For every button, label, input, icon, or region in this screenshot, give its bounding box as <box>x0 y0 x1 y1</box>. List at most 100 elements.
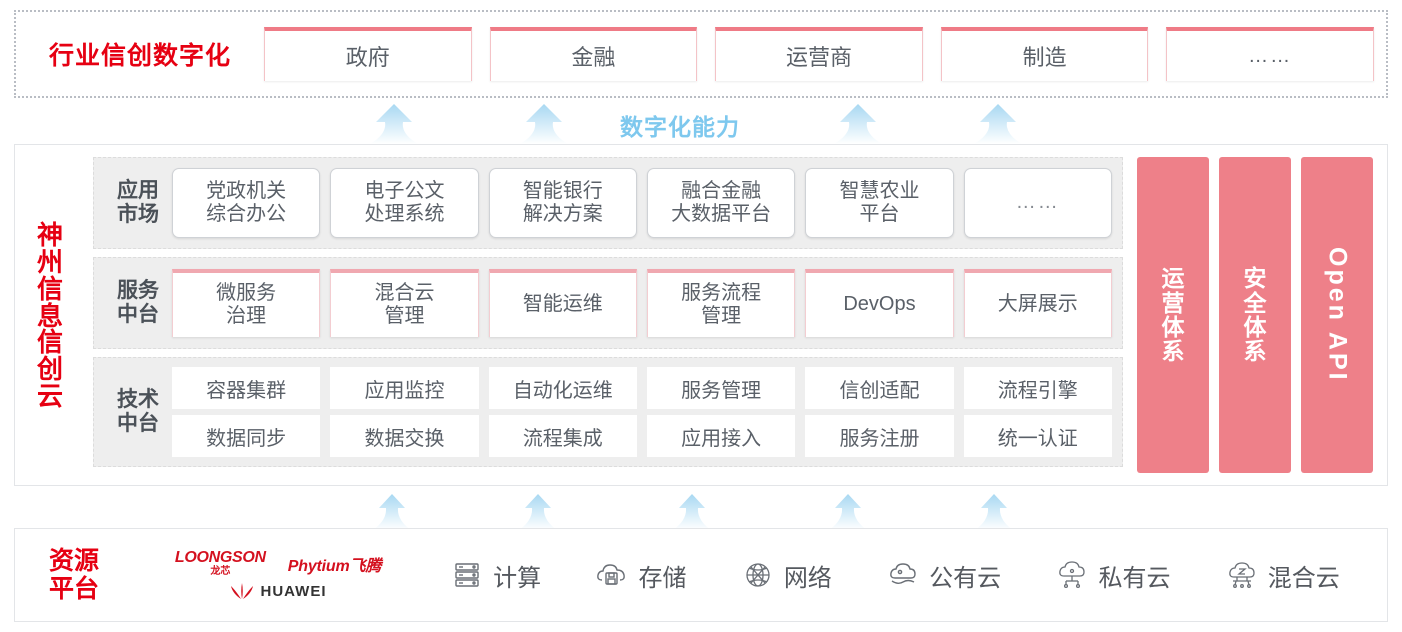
tier-label-application-market: 应用 市场 <box>104 179 172 226</box>
up-arrow-icon <box>672 492 712 532</box>
app-card-edoc-system[interactable]: 电子公文处理系统 <box>330 168 479 238</box>
cloud-title-char: 神 <box>36 220 63 251</box>
up-arrow-icon <box>974 492 1014 532</box>
tech-card-app-monitoring[interactable]: 应用监控 <box>330 367 479 409</box>
app-card-more[interactable]: …… <box>963 168 1112 238</box>
app-card-government-office[interactable]: 党政机关综合办公 <box>172 168 321 238</box>
industry-card-more[interactable]: …… <box>1166 27 1374 81</box>
application-card-list: 党政机关综合办公 电子公文处理系统 智能银行解决方案 融合金融大数据平台 智慧农… <box>172 158 1112 248</box>
tier-label-line: 服务 <box>117 279 159 303</box>
cloud-storage-icon <box>595 558 629 592</box>
resource-item-network[interactable]: 网络 <box>741 558 832 593</box>
resource-item-hybrid-cloud[interactable]: 混合云 <box>1225 558 1340 593</box>
pillar-list: 运 营 体 系 安 全 体 系 Open API <box>1137 157 1373 473</box>
resource-item-label: 网络 <box>783 564 832 592</box>
tech-card-service-mgmt[interactable]: 服务管理 <box>646 367 796 409</box>
up-arrow-icon <box>972 102 1024 146</box>
phytium-logo: Phytium飞腾 <box>287 557 382 575</box>
app-card-smart-agriculture[interactable]: 智慧农业平台 <box>805 168 954 238</box>
service-card-process-mgmt[interactable]: 服务流程管理 <box>646 269 796 337</box>
tier-label-line: 中台 <box>117 412 159 435</box>
pillar-open-api[interactable]: Open API <box>1301 157 1373 473</box>
vendor-logo-list: LOONGSON 龙芯 Phytium飞腾 <box>133 550 423 601</box>
vendor-row-1: LOONGSON 龙芯 Phytium飞腾 <box>175 550 381 577</box>
cloud-panel: 神 州 信 息 信 创 云 应用 市场 党政机关综合办公 电子公文处理系统 <box>14 144 1388 486</box>
industry-card-finance[interactable]: 金融 <box>489 27 698 81</box>
private-cloud-icon <box>1055 558 1089 592</box>
app-card-finance-bigdata[interactable]: 融合金融大数据平台 <box>646 168 796 238</box>
cloud-title-char: 息 <box>36 300 63 331</box>
tech-card-row-2: 数据同步 数据交换 流程集成 应用接入 服务注册 统一认证 <box>172 415 1112 457</box>
vendor-row-2: HUAWEI <box>230 583 327 600</box>
cloud-body: 应用 市场 党政机关综合办公 电子公文处理系统 智能银行解决方案 融合金融大数据… <box>85 145 1387 485</box>
tier-label-technical-platform: 技术 中台 <box>104 388 172 435</box>
tier-label-line: 中台 <box>117 303 159 326</box>
service-card-intelligent-ops[interactable]: 智能运维 <box>488 269 637 337</box>
service-card-dashboard[interactable]: 大屏展示 <box>963 269 1112 337</box>
pillar-operations-system[interactable]: 运 营 体 系 <box>1137 157 1209 473</box>
pillar-char: 体 <box>1161 314 1185 340</box>
resource-item-label: 混合云 <box>1267 564 1340 592</box>
capability-arrow-strip: 数字化能力 <box>0 100 1402 146</box>
resource-title: 资源 平台 <box>15 547 133 603</box>
tier-technical-platform: 技术 中台 容器集群 应用监控 自动化运维 服务管理 信创适配 流程引擎 <box>93 357 1123 467</box>
service-card-list: 微服务治理 混合云管理 智能运维 服务流程管理 DevOps 大屏展示 <box>172 258 1112 348</box>
resource-item-storage[interactable]: 存储 <box>595 558 686 593</box>
cloud-title-char: 州 <box>36 247 63 278</box>
loongson-logo: LOONGSON 龙芯 <box>175 550 266 577</box>
tech-card-app-access[interactable]: 应用接入 <box>646 415 796 457</box>
network-globe-icon <box>741 558 775 592</box>
resource-panel: 资源 平台 LOONGSON 龙芯 Phytium飞腾 <box>14 528 1388 622</box>
resource-item-label: 存储 <box>638 564 687 592</box>
tech-card-process-integration[interactable]: 流程集成 <box>488 415 637 457</box>
up-arrow-icon <box>828 492 868 532</box>
huawei-logo-text: HUAWEI <box>260 583 327 600</box>
industry-band: 行业信创数字化 政府 金融 运营商 制造 …… <box>14 10 1388 98</box>
cloud-title-char: 创 <box>36 354 63 385</box>
service-card-devops[interactable]: DevOps <box>805 269 954 337</box>
tech-card-data-sync[interactable]: 数据同步 <box>172 415 321 457</box>
pillar-char: 系 <box>1243 338 1267 365</box>
resource-item-compute[interactable]: 计算 <box>450 558 541 593</box>
industry-card-manufacturing[interactable]: 制造 <box>940 27 1149 81</box>
resource-item-label: 公有云 <box>929 564 1002 592</box>
huawei-flower-icon <box>230 583 254 600</box>
resource-title-line: 资源 <box>48 547 99 575</box>
pillar-char: 全 <box>1243 289 1267 316</box>
resource-item-label: 私有云 <box>1098 564 1171 592</box>
tech-card-process-engine[interactable]: 流程引擎 <box>963 367 1112 409</box>
tech-card-container-cluster[interactable]: 容器集群 <box>172 367 321 409</box>
pillar-security-system[interactable]: 安 全 体 系 <box>1219 157 1291 473</box>
cloud-vertical-title: 神 州 信 息 信 创 云 <box>15 145 85 485</box>
cloud-title-char: 云 <box>36 380 63 411</box>
tech-card-automated-ops[interactable]: 自动化运维 <box>488 367 637 409</box>
service-card-microservice-governance[interactable]: 微服务治理 <box>172 269 321 337</box>
resource-item-private-cloud[interactable]: 私有云 <box>1055 558 1170 593</box>
pillar-open-api-label: Open API <box>1323 247 1352 383</box>
tech-card-unified-auth[interactable]: 统一认证 <box>963 415 1112 457</box>
tier-list: 应用 市场 党政机关综合办公 电子公文处理系统 智能银行解决方案 融合金融大数据… <box>93 157 1373 473</box>
industry-card-government[interactable]: 政府 <box>264 27 472 81</box>
cloud-title-char: 信 <box>36 327 63 358</box>
public-cloud-icon <box>886 558 920 592</box>
huawei-logo: HUAWEI <box>230 583 327 600</box>
pillar-char: 体 <box>1243 314 1267 340</box>
resource-item-public-cloud[interactable]: 公有云 <box>886 558 1001 593</box>
industry-card-telecom[interactable]: 运营商 <box>715 27 923 81</box>
tech-card-row-1: 容器集群 应用监控 自动化运维 服务管理 信创适配 流程引擎 <box>172 367 1112 409</box>
service-card-hybrid-cloud-mgmt[interactable]: 混合云管理 <box>330 269 479 337</box>
tech-card-service-registry[interactable]: 服务注册 <box>805 415 954 457</box>
tier-label-line: 应用 <box>117 179 159 203</box>
tier-label-line: 市场 <box>117 203 159 226</box>
tier-service-platform: 服务 中台 微服务治理 混合云管理 智能运维 服务流程管理 DevOps 大屏展… <box>93 257 1123 349</box>
resource-title-line: 平台 <box>48 575 99 603</box>
server-icon <box>450 558 484 592</box>
up-arrow-icon <box>368 102 420 146</box>
tech-card-xinchuang-adaptation[interactable]: 信创适配 <box>805 367 954 409</box>
pillar-char: 安 <box>1243 265 1267 292</box>
app-card-smart-bank[interactable]: 智能银行解决方案 <box>488 168 637 238</box>
up-arrow-icon <box>832 102 884 146</box>
up-arrow-icon <box>518 492 558 532</box>
tech-card-data-exchange[interactable]: 数据交换 <box>330 415 479 457</box>
